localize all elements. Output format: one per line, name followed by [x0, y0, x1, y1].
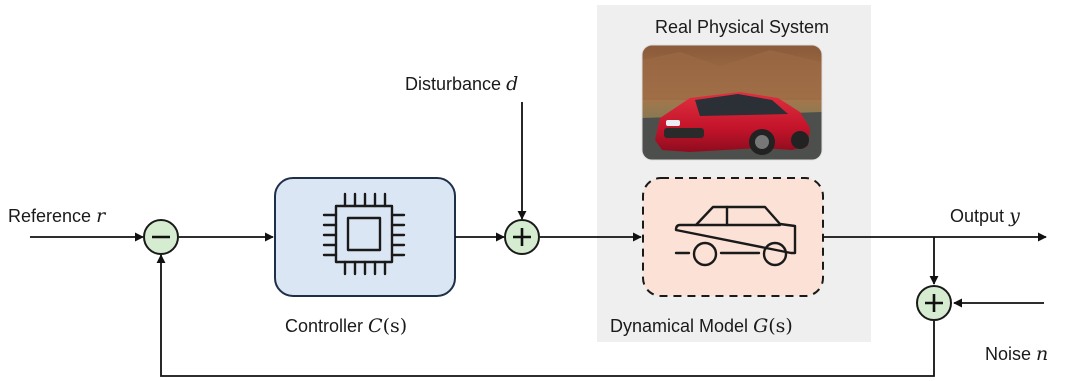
reference-label: Reference r: [8, 205, 107, 227]
disturbance-label: Disturbance d: [405, 73, 518, 95]
output-label: Output y: [950, 205, 1020, 227]
car-outline-icon: [674, 205, 797, 267]
cpu-chip-icon: [322, 192, 406, 276]
disturbance-adder-node: [504, 219, 540, 255]
red-sedan-photo: [641, 44, 823, 161]
noise-label: Noise n: [985, 343, 1048, 365]
physical-system-title: Real Physical System: [655, 17, 829, 37]
feedback-path-arrow: [156, 254, 935, 377]
controller-label: Controller C(s): [285, 315, 407, 337]
noise-adder-node: [916, 285, 952, 321]
reference-comparator-node: [143, 219, 179, 255]
model-label: Dynamical Model G(s): [610, 315, 793, 337]
